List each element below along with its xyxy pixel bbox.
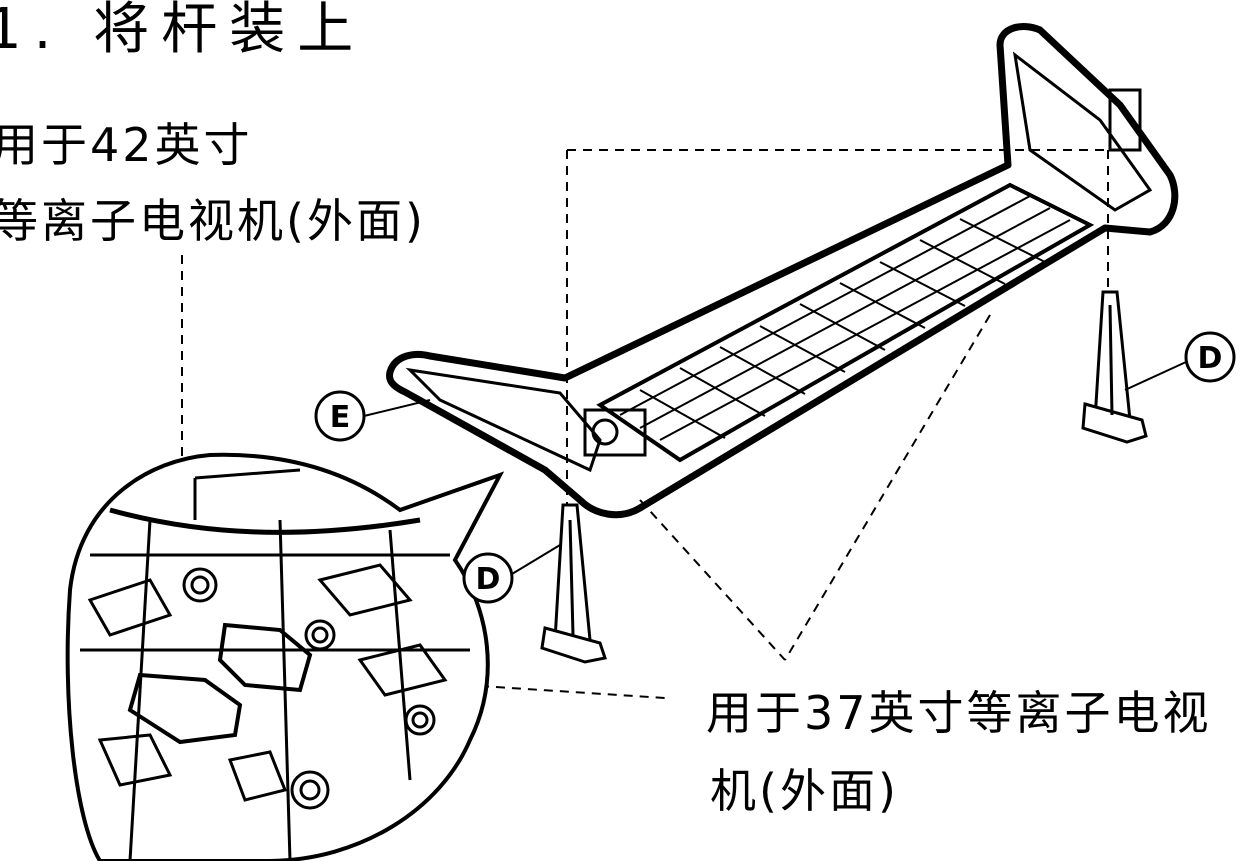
callout-d-right-letter: D: [1198, 341, 1223, 376]
callout-d-left-letter: D: [476, 562, 501, 597]
label-37-line2: 机(外面): [710, 764, 899, 818]
stand-inner-grid: [405, 51, 1153, 473]
leg-right: [1081, 290, 1148, 444]
callout-e: E: [314, 390, 431, 442]
detail-magnifier: [65, 452, 505, 861]
label-42-line2: 等离子电视机(外面): [0, 194, 426, 248]
leg-left: [540, 503, 607, 664]
callout-d-right: D: [1124, 331, 1236, 391]
label-37-line1: 用于37英寸等离子电视: [706, 686, 1212, 740]
stand-body: [386, 23, 1179, 519]
callout-d-left: D: [462, 544, 561, 604]
callout-e-letter: E: [330, 400, 351, 435]
label-42-line1: 用于42英寸: [0, 118, 253, 172]
leader-lines: [181, 149, 1109, 699]
step-title: 1. 将杆装上: [0, 0, 366, 62]
